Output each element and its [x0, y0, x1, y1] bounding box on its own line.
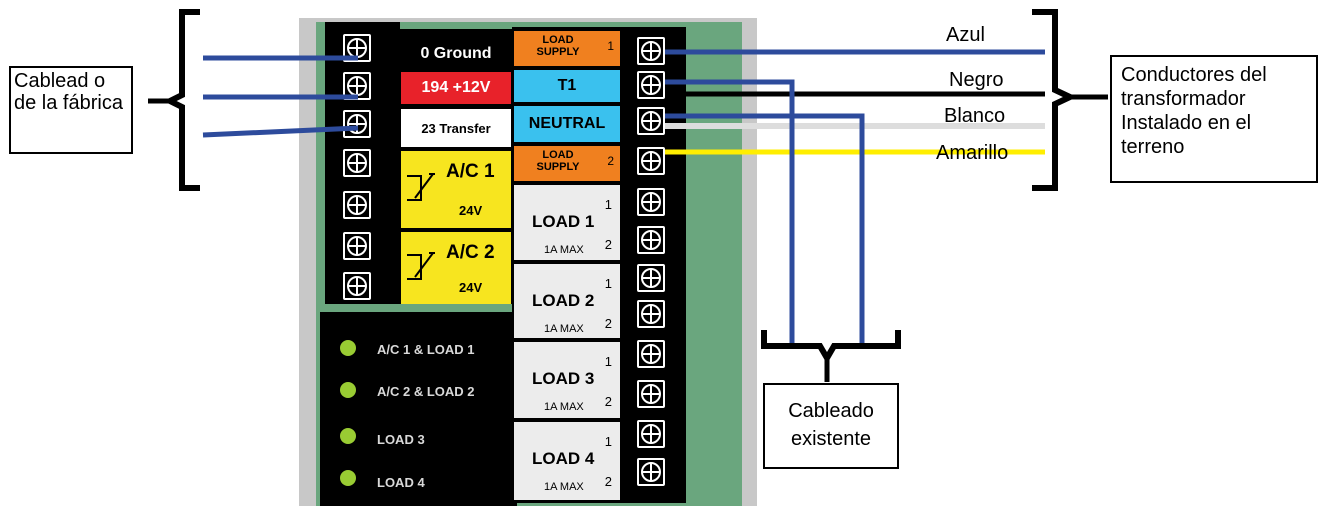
load-2-max: 1A MAX [544, 323, 584, 335]
terminal-screw-icon [637, 71, 665, 99]
led-label-2: A/C 2 & LOAD 2 [377, 384, 475, 399]
existing-wire-1 [665, 79, 795, 345]
load-3-num1: 1 [604, 354, 612, 369]
load-1-block: LOAD 1 1A MAX 1 2 [514, 185, 620, 260]
load-3-max: 1A MAX [544, 401, 584, 413]
terminal-screw-icon [343, 272, 371, 300]
led-label-4: LOAD 4 [377, 475, 425, 490]
existing-wiring-box: Cableado existente [763, 383, 899, 469]
load-2-num2: 2 [604, 316, 612, 331]
load-2-num1: 1 [604, 276, 612, 291]
led-indicator [340, 382, 356, 398]
load-supply-2-label: LOAD SUPPLY [536, 149, 580, 173]
factory-wiring-box: Cablead o de la fábrica [9, 66, 133, 154]
wire-label-blanco: Blanco [944, 105, 1006, 127]
terminal-screw-icon [637, 380, 665, 408]
ac2-voltage: 24V [459, 280, 483, 295]
led-label-1: A/C 1 & LOAD 1 [377, 342, 475, 357]
led-indicator [340, 428, 356, 444]
neutral-label: NEUTRAL [514, 106, 620, 142]
relay-contact-icon [407, 173, 435, 201]
load-supply-1: LOAD SUPPLY 1 [514, 31, 620, 66]
terminal-screw-icon [637, 37, 665, 65]
load-supply-1-label: LOAD SUPPLY [536, 34, 580, 58]
wire-label-azul: Azul [946, 24, 985, 46]
transformer-box: Conductores del transformador Instalado … [1110, 55, 1318, 183]
led-label-3: LOAD 3 [377, 432, 425, 447]
t1-label: T1 [514, 70, 620, 102]
right-bracket [1032, 9, 1078, 191]
load-1-label: LOAD 1 [532, 212, 595, 231]
terminal-screw-icon [637, 188, 665, 216]
ac1-label: A/C 1 [446, 161, 495, 182]
load-3-num2: 2 [604, 394, 612, 409]
terminal-screw-icon [343, 110, 371, 138]
ac2-block: A/C 2 24V [401, 232, 511, 304]
load-4-num1: 1 [604, 434, 612, 449]
ground-label: 0 Ground [420, 45, 492, 62]
factory-wiring-label: Cablead o de la fábrica [14, 70, 123, 114]
wire-label-amarillo: Amarillo [936, 142, 1009, 164]
factory-wire-3 [202, 125, 359, 138]
load-2-block: LOAD 2 1A MAX 1 2 [514, 264, 620, 338]
ac1-voltage: 24V [459, 203, 483, 218]
load-2-label: LOAD 2 [532, 291, 595, 310]
wire-label-negro: Negro [949, 69, 1004, 91]
load-3-label: LOAD 3 [532, 369, 595, 388]
terminal-screw-icon [637, 264, 665, 292]
ac2-label: A/C 2 [446, 242, 495, 263]
existing-wire-2 [665, 113, 865, 345]
transformer-label: Conductores del transformador Instalado … [1121, 64, 1267, 158]
existing-wiring-label: Cableado existente [788, 400, 874, 450]
v12-label: 194 +12V [401, 72, 511, 104]
load-1-max: 1A MAX [544, 244, 584, 256]
bottom-bracket [761, 330, 901, 364]
load-1-num1: 1 [604, 197, 612, 212]
ac1-block: A/C 1 24V [401, 151, 511, 228]
load-4-label: LOAD 4 [532, 449, 595, 468]
terminal-screw-icon [637, 300, 665, 328]
terminal-screw-icon [637, 340, 665, 368]
left-bracket [163, 9, 200, 191]
terminal-screw-icon [343, 34, 371, 62]
terminal-screw-icon [343, 149, 371, 177]
terminal-screw-icon [637, 420, 665, 448]
led-indicator [340, 470, 356, 486]
transfer-label: 23 Transfer [401, 109, 511, 147]
terminal-screw-icon [343, 232, 371, 260]
load-4-num2: 2 [604, 474, 612, 489]
load-supply-2-num: 2 [607, 154, 614, 168]
load-3-block: LOAD 3 1A MAX 1 2 [514, 342, 620, 418]
relay-contact-icon [407, 252, 435, 280]
terminal-screw-icon [637, 458, 665, 486]
terminal-screw-icon [637, 107, 665, 135]
terminal-screw-icon [637, 147, 665, 175]
load-1-num2: 2 [604, 237, 612, 252]
terminal-screw-icon [637, 226, 665, 254]
load-4-block: LOAD 4 1A MAX 1 2 [514, 422, 620, 500]
load-supply-2: LOAD SUPPLY 2 [514, 146, 620, 181]
load-supply-1-num: 1 [607, 39, 614, 53]
load-4-max: 1A MAX [544, 481, 584, 493]
led-indicator [340, 340, 356, 356]
terminal-screw-icon [343, 191, 371, 219]
